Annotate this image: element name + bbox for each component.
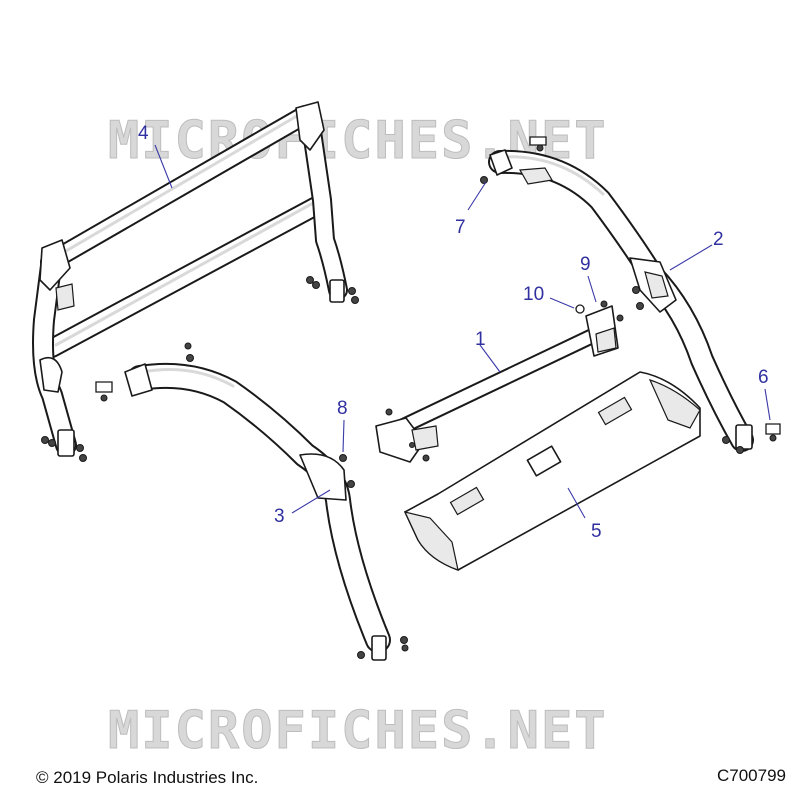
callout-5: 5 [591,521,602,542]
callout-10: 10 [523,284,544,305]
drawing-id: C700799 [716,766,786,785]
callout-2: 2 [713,229,724,250]
hardware [339,423,781,462]
rear-frame-part-4 [32,101,359,462]
callout-8: 8 [337,398,348,419]
watermark-bottom: MICROFICHES.NET [108,701,608,761]
right-roll-bar-part-2 [480,149,754,454]
leader-lines [154,144,771,519]
callout-3: 3 [274,506,285,527]
left-roll-bar-part-3 [95,342,409,661]
callout-6: 6 [758,367,769,388]
cross-bar-part-1 [375,300,624,463]
callout-1: 1 [475,329,486,350]
callout-9: 9 [580,254,591,275]
callout-7: 7 [455,217,466,238]
rear-panel-part-5 [403,371,701,571]
copyright-text: © 2019 Polaris Industries Inc. [36,768,259,787]
watermark-top: MICROFICHES.NET [108,111,608,171]
callout-4: 4 [138,123,149,144]
